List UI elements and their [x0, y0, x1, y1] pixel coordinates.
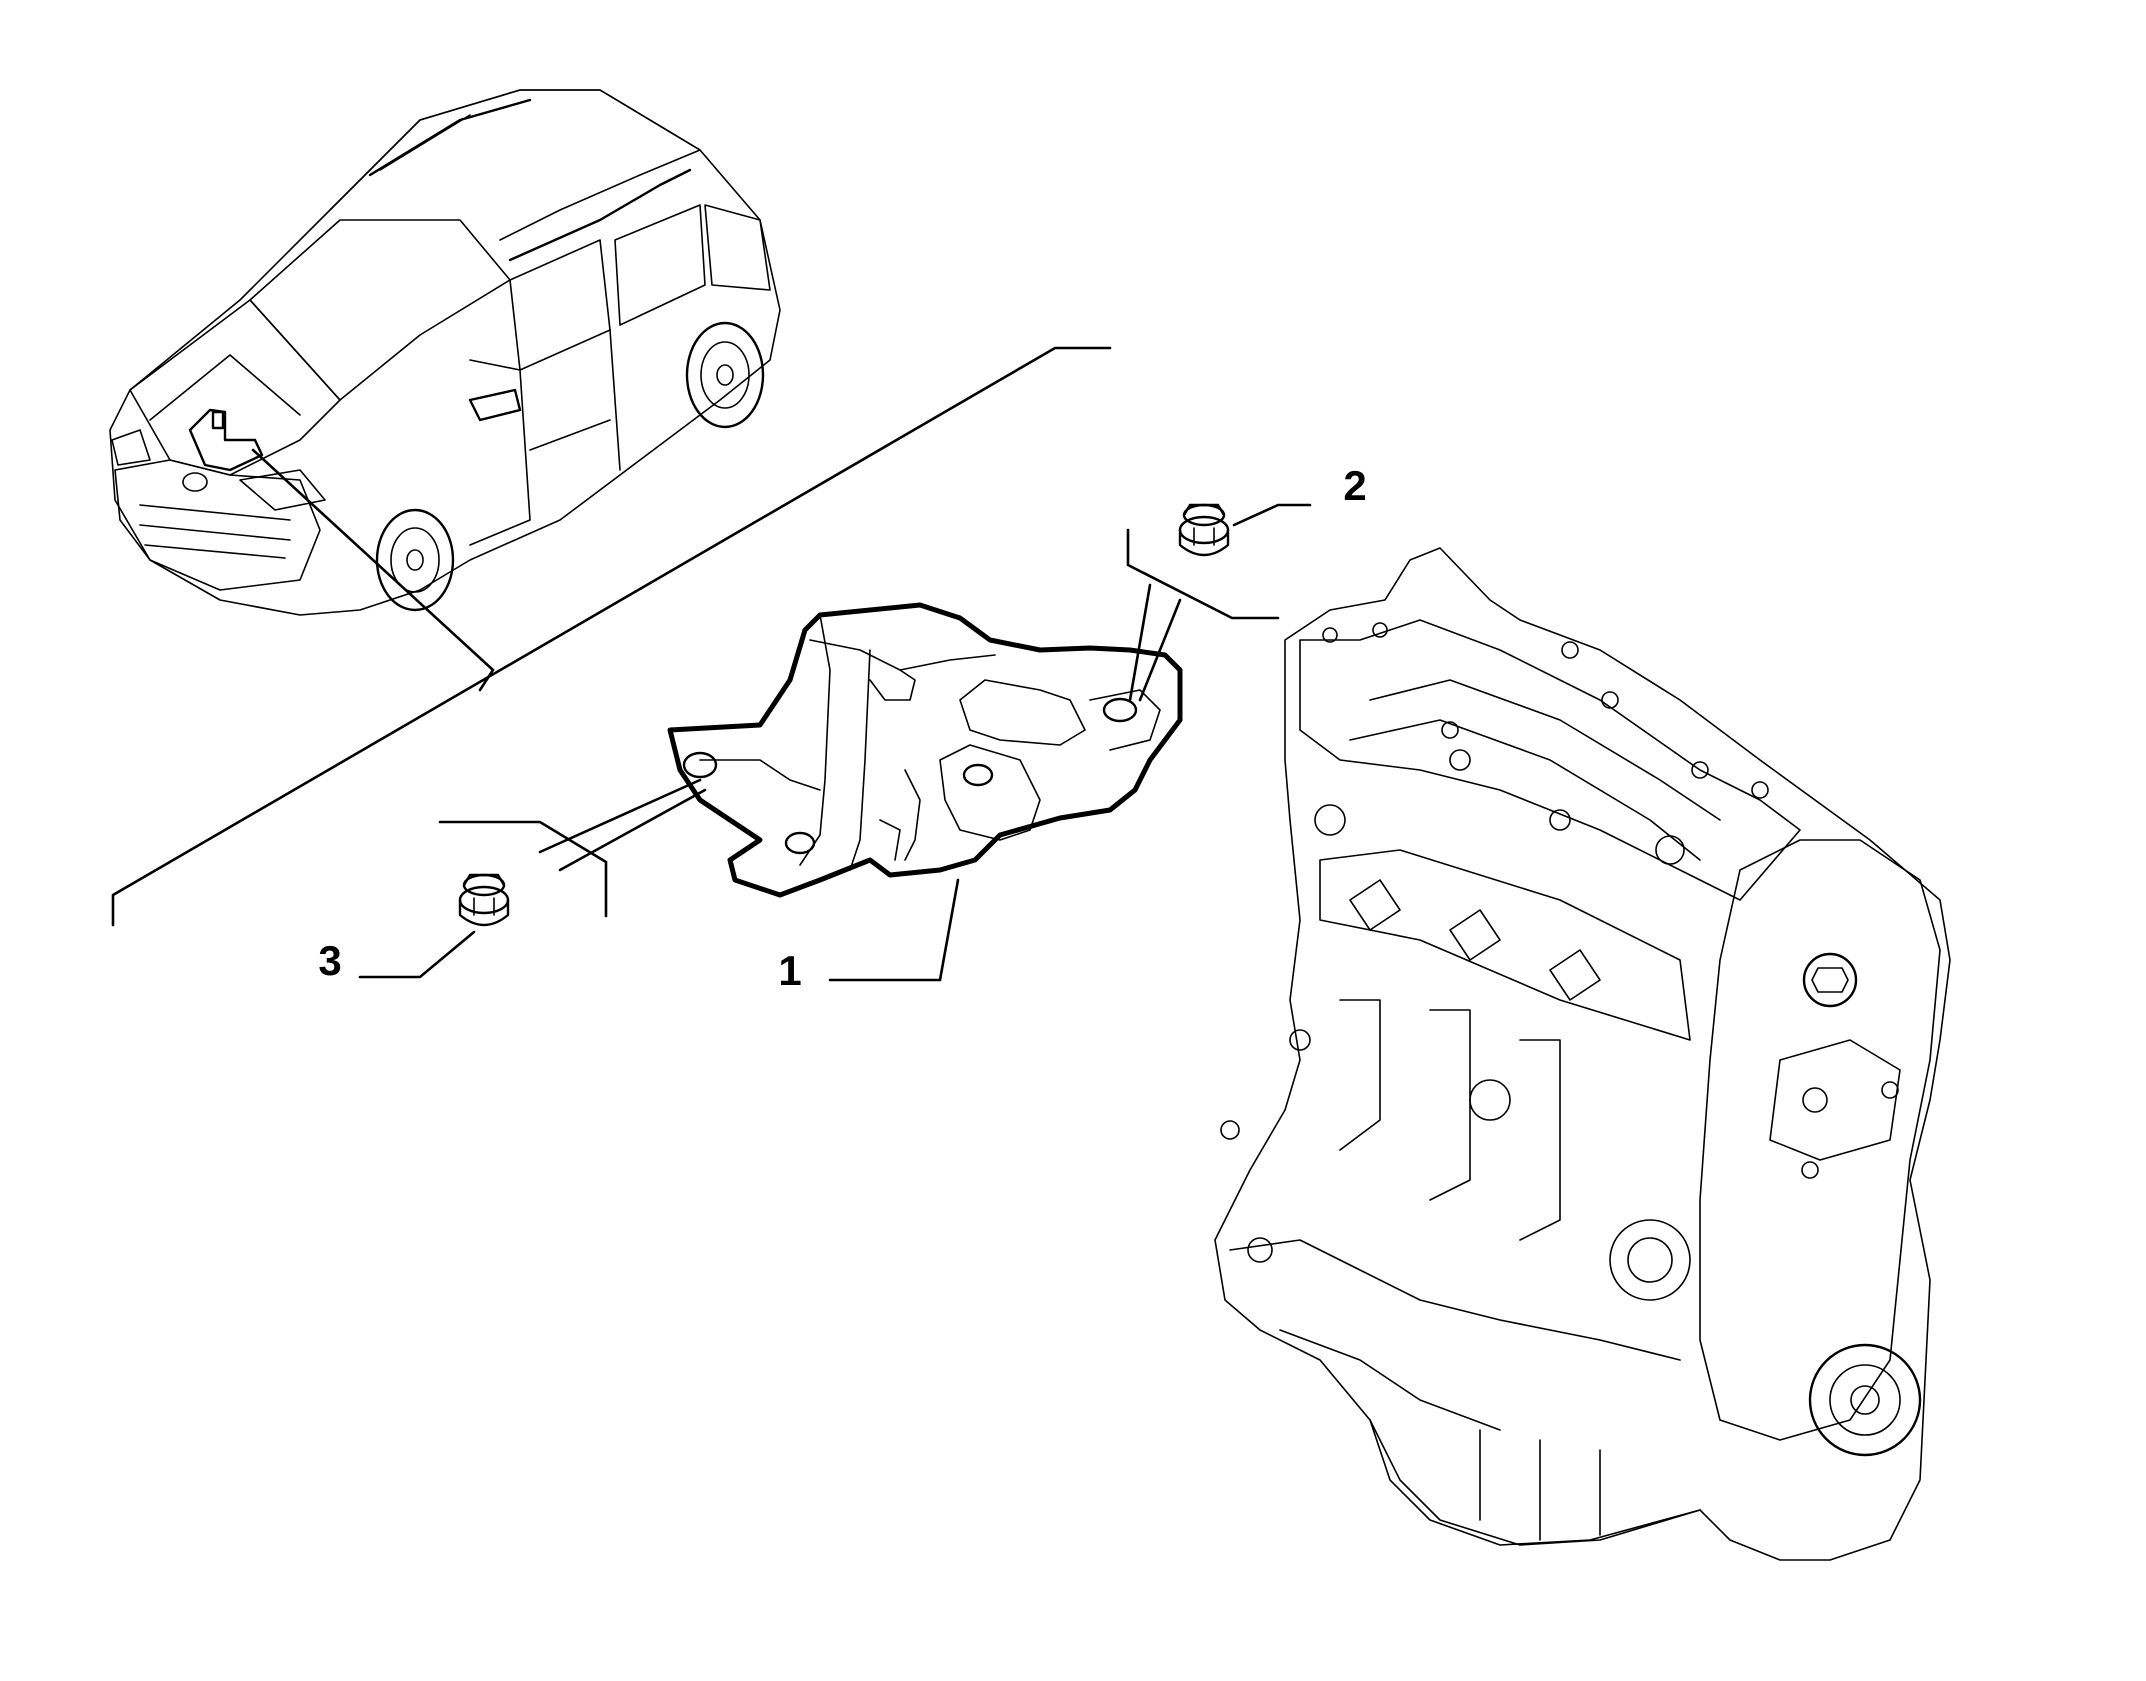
- callout-label-1: 1: [778, 947, 801, 994]
- leader-frame: [111, 346, 1112, 927]
- callout-label-2: 2: [1343, 462, 1366, 509]
- vehicle-illustration: [109, 89, 781, 616]
- callout-leaders: [358, 503, 1312, 982]
- nut-part-2: [1178, 503, 1230, 557]
- nut-part-3: [458, 873, 510, 927]
- engine-mount-bracket: [667, 602, 1183, 898]
- engine-block-illustration: [1214, 547, 1951, 1561]
- callout-label-3: 3: [318, 937, 341, 984]
